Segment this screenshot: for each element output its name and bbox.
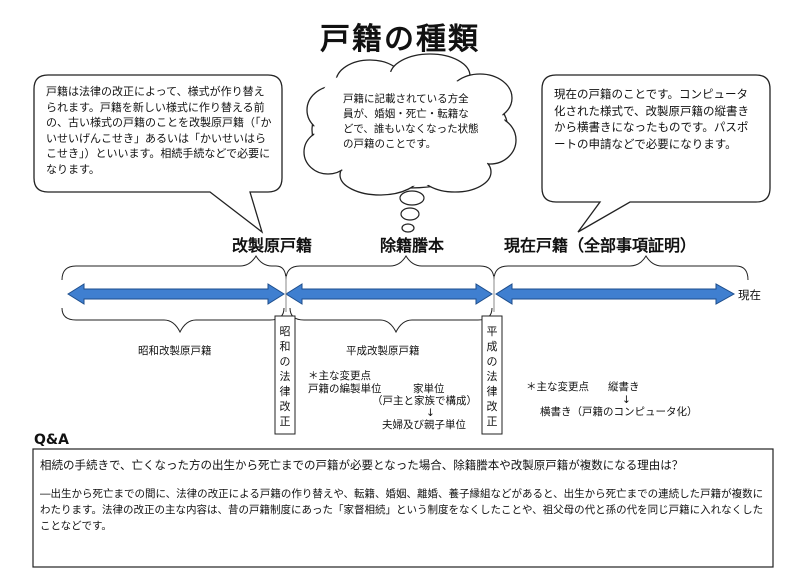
change2-to: 横書き（戸籍のコンピュータ化） [540,406,698,418]
brace-top-genzai [493,255,749,281]
page-title: 戸籍の種類 [320,22,480,57]
timeline-arrows [67,283,736,305]
showa-law-label: 昭和の法律改正 [279,325,291,428]
right-bubble-text: 現在の戸籍のことです。コンピュータ化された様式で、改製原戸籍の縦書きから横書きに… [554,87,750,151]
timeline-end-label: 現在 [738,288,761,302]
change2-from: 縦書き [608,381,640,393]
brace-bottom-heisei [289,307,493,334]
arrow-segment-genzai [495,283,736,305]
arrow-segment-kaisei [67,283,285,305]
change1-from: 戸籍の編製単位 家単位 [308,383,445,395]
brace-top-joseki [285,255,495,281]
brace-bottom-showa [61,307,285,334]
era-joseki-heading: 除籍謄本 [380,236,445,255]
change1-to: 夫婦及び親子単位 [382,419,466,431]
arrow-segment-joseki [285,283,493,305]
left-bubble-text: 戸籍は法律の改正によって、様式が作り替えられます。戸籍を新しい様式に作り替える前… [46,85,272,176]
qa-heading: Q&A [34,432,69,448]
qa-question: 相続の手続きで、亡くなった方の出生から死亡までの戸籍が必要となった場合、除籍謄本… [40,458,684,472]
left-speech-bubble [33,74,283,234]
qa-answer: ―出生から死亡までの間に、法律の改正による戸籍の作り替えや、転籍、婚姻、離婚、養… [40,488,764,532]
change2-arrow: ↓ [622,394,631,406]
change2-title: ＊主な変更点 [526,381,589,393]
era-kaisei-heading: 改製原戸籍 [232,236,313,255]
change1-arrow: ↓ [426,407,435,419]
showa-period-label: 昭和改製原戸籍 [138,345,212,357]
right-speech-bubble [541,74,771,233]
brace-top-kaisei [61,255,287,281]
thought-dots [399,190,425,233]
change1-note: （戸主と家族で構成） [372,395,477,407]
center-bubble-text: 戸籍に記載されている方全員が、婚姻・死亡・転籍などで、誰もいなくなった状態の戸籍… [343,93,479,150]
heisei-law-label: 平成の法律改正 [486,325,498,428]
heisei-period-label: 平成改製原戸籍 [346,345,420,357]
qa-box [32,448,774,568]
era-genzai-heading: 現在戸籍（全部事項証明） [504,236,697,255]
heisei-law-box [481,315,503,435]
showa-law-box [274,315,296,435]
change1-title: ＊主な変更点 [308,370,371,382]
